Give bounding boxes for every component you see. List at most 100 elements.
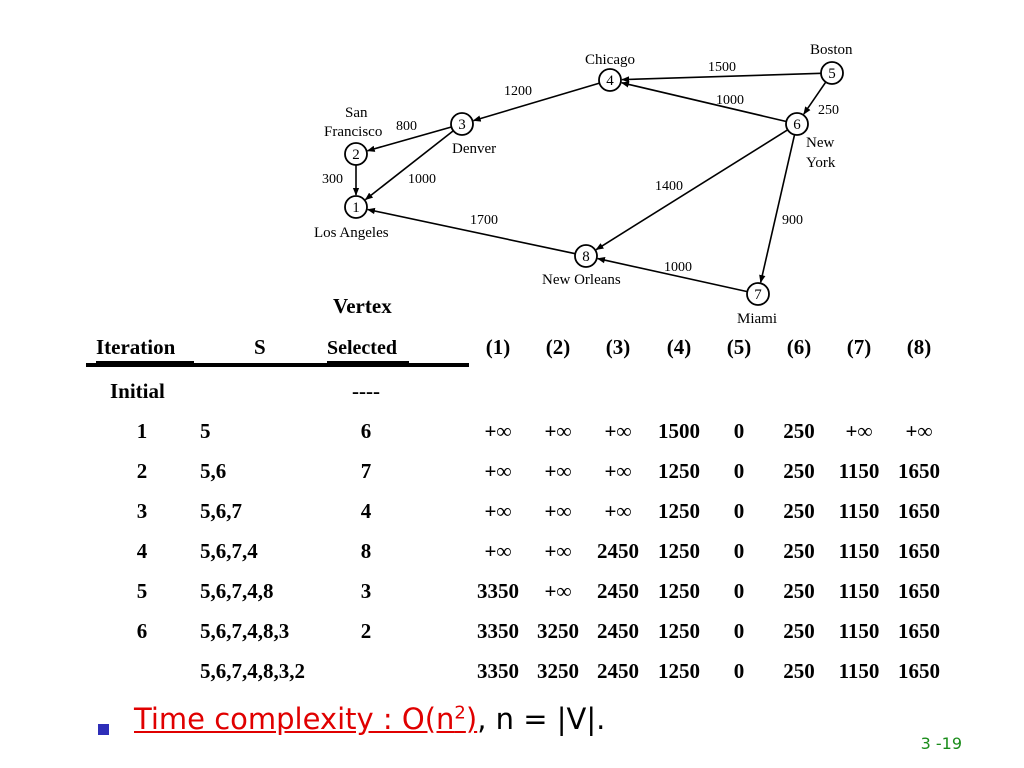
distance-cell-3: 2450 [597,619,639,643]
edge-weight-6-8: 1400 [655,179,683,194]
selected-cell: 2 [360,619,372,643]
distance-cell-2: +∞ [544,419,572,443]
node-circle [450,112,474,136]
distance-cell-3: +∞ [604,499,632,523]
edge-weight-6-4: 1000 [716,93,744,108]
distance-cell-4: 1250 [658,459,700,483]
column-header-2: (2) [545,335,571,359]
distance-cell-8: 1650 [898,539,940,563]
distance-cell-7: 1150 [838,459,880,483]
column-header-5: (5) [726,335,752,359]
node-6: 6 [785,112,809,136]
column-header-1: (1) [485,335,511,359]
distance-cell-1: 3350 [477,579,519,603]
distance-cell-1: 3350 [477,659,519,683]
distance-cell-5: 0 [733,539,745,563]
selected-cell: 6 [360,419,372,443]
edge-weight-3-2: 800 [396,119,417,134]
distance-cell-2: +∞ [544,499,572,523]
distance-cell-5: 0 [733,499,745,523]
distance-cell-5: 0 [733,459,745,483]
distance-cell-4: 1250 [658,499,700,523]
column-header-8: (8) [906,335,932,359]
distance-cell-1: +∞ [484,459,512,483]
distance-cell-2: +∞ [544,459,572,483]
node-4: 4 [598,68,622,92]
s-cell: 5,6,7,4 [200,539,258,563]
distance-cell-3: +∞ [604,459,632,483]
node-circle [344,142,368,166]
edge-weight-3-1: 1000 [408,172,436,187]
edge-3-2 [366,126,452,152]
edge-weight-2-1: 300 [322,172,343,187]
node-number: 5 [828,66,836,82]
distance-cell-7: 1150 [838,539,880,563]
node-circle [785,112,809,136]
selected-cell: 4 [360,499,372,523]
selected-cell: 8 [360,539,372,563]
edge-7-8 [596,257,748,293]
distance-cell-5: 0 [733,579,745,603]
distance-cell-4: 1250 [658,659,700,683]
node-number: 3 [458,117,466,133]
distance-cell-6: 250 [783,619,815,643]
tc-exponent: 2 [454,702,466,724]
column-header-3: (3) [605,335,631,359]
distance-cell-6: 250 [783,419,815,443]
iteration-cell: 1 [136,419,148,443]
distance-cell-6: 250 [783,579,815,603]
column-header-4: (4) [666,335,692,359]
edge-4-3 [472,82,600,122]
s-cell: 5,6,7,4,8,3 [200,619,290,643]
selected-cell: 7 [360,459,372,483]
distance-cell-3: 2450 [597,659,639,683]
edge-8-1 [366,207,576,255]
distance-cell-7: 1150 [838,659,880,683]
node-number: 8 [582,249,590,265]
node-8: 8 [574,244,598,268]
city-label-san: San [345,105,368,121]
city-label-los-angeles: Los Angeles [314,225,389,241]
distance-cell-2: 3250 [537,619,579,643]
edge-5-4 [621,72,822,83]
header-underline-iteration [96,361,194,363]
distance-cell-7: 1150 [838,579,880,603]
node-number: 6 [793,117,801,133]
distance-cell-8: 1650 [898,579,940,603]
header-underline-selected [327,361,409,363]
header-vertex: Vertex [333,294,392,318]
s-cell: 5,6,7,4,8,3,2 [200,659,305,683]
node-circle [574,244,598,268]
edge-weight-6-7: 900 [782,213,803,228]
iteration-cell: 5 [136,579,148,603]
distance-cell-7: 1150 [838,619,880,643]
s-cell: 5,6 [200,459,227,483]
distance-cell-3: 2450 [597,539,639,563]
distance-cell-4: 1500 [658,419,700,443]
distance-cell-4: 1250 [658,619,700,643]
distance-cell-7: +∞ [845,419,873,443]
edge-weight-8-1: 1700 [470,213,498,228]
s-cell: 5,6,7 [200,499,242,523]
node-number: 4 [606,73,614,89]
s-cell: 5 [200,419,211,443]
time-complexity-highlight: Time complexity : O(n2) [134,702,477,736]
node-number: 7 [754,287,762,303]
distance-cell-8: +∞ [905,419,933,443]
header-selected: Selected [327,337,397,359]
edge-weight-7-8: 1000 [664,260,692,275]
tc-suffix: ) [465,702,478,736]
header-rule [86,363,469,367]
header-s: S [254,335,266,359]
distance-cell-5: 0 [733,419,745,443]
distance-cell-6: 250 [783,459,815,483]
distance-cell-8: 1650 [898,499,940,523]
iteration-cell: 3 [136,499,148,523]
city-label-boston: Boston [810,42,853,58]
node-circle [820,61,844,85]
distance-cell-2: +∞ [544,539,572,563]
distance-cell-1: +∞ [484,499,512,523]
distance-cell-8: 1650 [898,659,940,683]
